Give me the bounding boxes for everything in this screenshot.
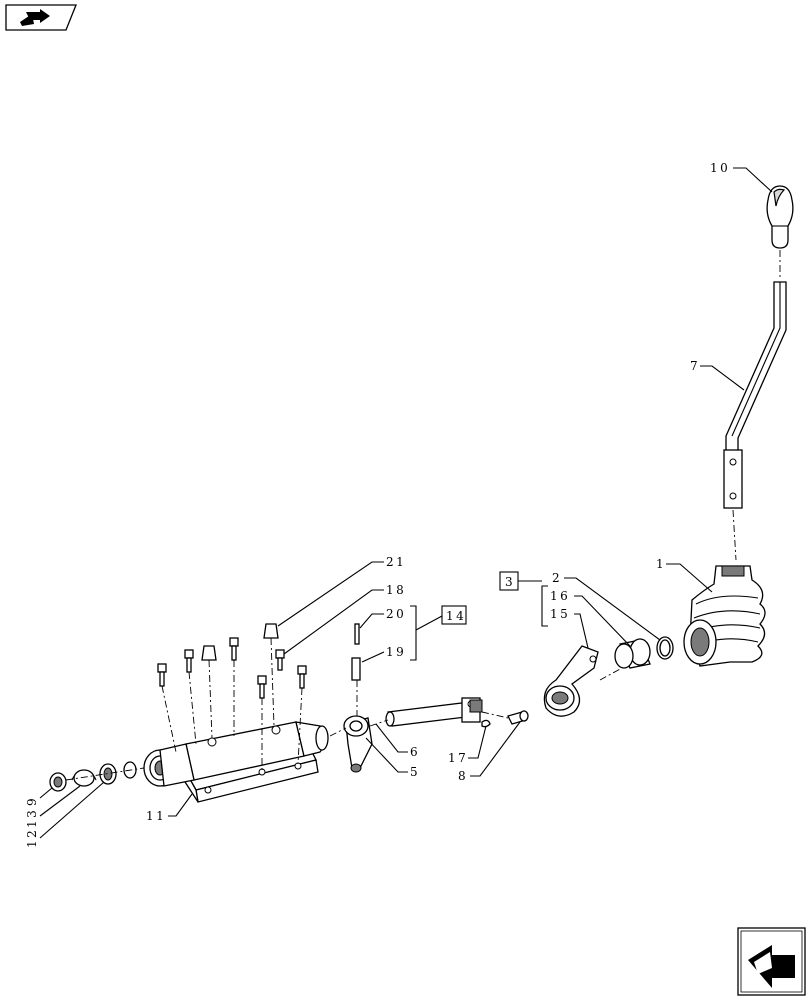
svg-text:7: 7	[690, 359, 700, 373]
callout-12: 12	[25, 781, 105, 848]
shaft-part-6	[385, 697, 483, 727]
callout-15: 15	[550, 607, 589, 649]
bracket-14	[410, 605, 417, 661]
boot-part-1	[683, 565, 766, 667]
callout-10: 10	[710, 161, 773, 193]
svg-text:8: 8	[458, 769, 468, 783]
svg-text:19: 19	[386, 645, 406, 659]
bolt	[157, 663, 167, 687]
svg-text:2: 2	[552, 571, 562, 585]
svg-text:12: 12	[25, 828, 39, 848]
svg-text:1: 1	[656, 557, 666, 571]
bolt-group	[157, 623, 307, 699]
callout-9: 9	[25, 787, 53, 806]
bracket-3	[541, 585, 548, 627]
bushing-part-16	[614, 638, 651, 669]
knob-part-10	[766, 185, 794, 249]
bolt	[257, 675, 267, 699]
svg-text:13: 13	[25, 808, 39, 828]
plug-part-21	[263, 623, 279, 639]
clip-part-17	[481, 719, 491, 728]
callout-7: 7	[690, 359, 745, 391]
svg-text:3: 3	[505, 575, 515, 589]
svg-text:20: 20	[386, 607, 406, 621]
bolt-part-18	[275, 649, 285, 671]
navigation-arrow-icon[interactable]	[737, 927, 806, 996]
book-arrow-icon[interactable]	[5, 4, 77, 31]
callout-6: 6	[375, 723, 420, 759]
callout-19: 19	[361, 645, 406, 663]
callout-18: 18	[283, 583, 406, 655]
callout-8: 8	[458, 721, 521, 783]
pin-part-20	[354, 623, 360, 645]
callout-11: 11	[146, 793, 193, 823]
callout-20: 20	[359, 607, 406, 629]
callout-5: 5	[365, 737, 420, 779]
svg-text:18: 18	[386, 583, 406, 597]
bolt-dash-lines	[161, 637, 389, 770]
svg-text:15: 15	[550, 607, 570, 621]
ring-part-2	[656, 636, 674, 660]
callout-1: 1	[656, 557, 713, 593]
spring-part-13	[71, 769, 97, 787]
bolt	[229, 637, 239, 661]
callout-13: 13	[25, 785, 81, 828]
callout-2: 2	[552, 571, 661, 641]
part-box-3[interactable]: 3	[499, 571, 519, 591]
svg-text:9: 9	[25, 796, 39, 806]
housing-part-11	[143, 721, 329, 803]
shift-arm-part-15	[543, 645, 599, 717]
ring-part-12	[99, 763, 117, 785]
cap-part-9	[49, 772, 67, 792]
svg-text:6: 6	[410, 745, 420, 759]
part-box-14[interactable]: 14	[441, 605, 467, 625]
plug	[201, 645, 217, 661]
pin-part-8	[507, 710, 529, 725]
bolt	[297, 665, 307, 689]
svg-text:17: 17	[448, 751, 468, 765]
svg-text:14: 14	[446, 609, 466, 623]
lever-part-7	[723, 281, 787, 509]
callout-17: 17	[448, 725, 487, 765]
bolt	[184, 649, 194, 673]
svg-text:21: 21	[386, 555, 406, 569]
svg-text:11: 11	[146, 809, 166, 823]
svg-text:16: 16	[550, 589, 570, 603]
leader-14	[415, 615, 443, 631]
svg-text:10: 10	[710, 161, 730, 175]
fork-part-5	[343, 715, 373, 773]
pin-part-19	[351, 657, 361, 681]
svg-text:5: 5	[410, 765, 420, 779]
callout-21: 21	[277, 555, 406, 627]
callout-16: 16	[550, 589, 631, 647]
